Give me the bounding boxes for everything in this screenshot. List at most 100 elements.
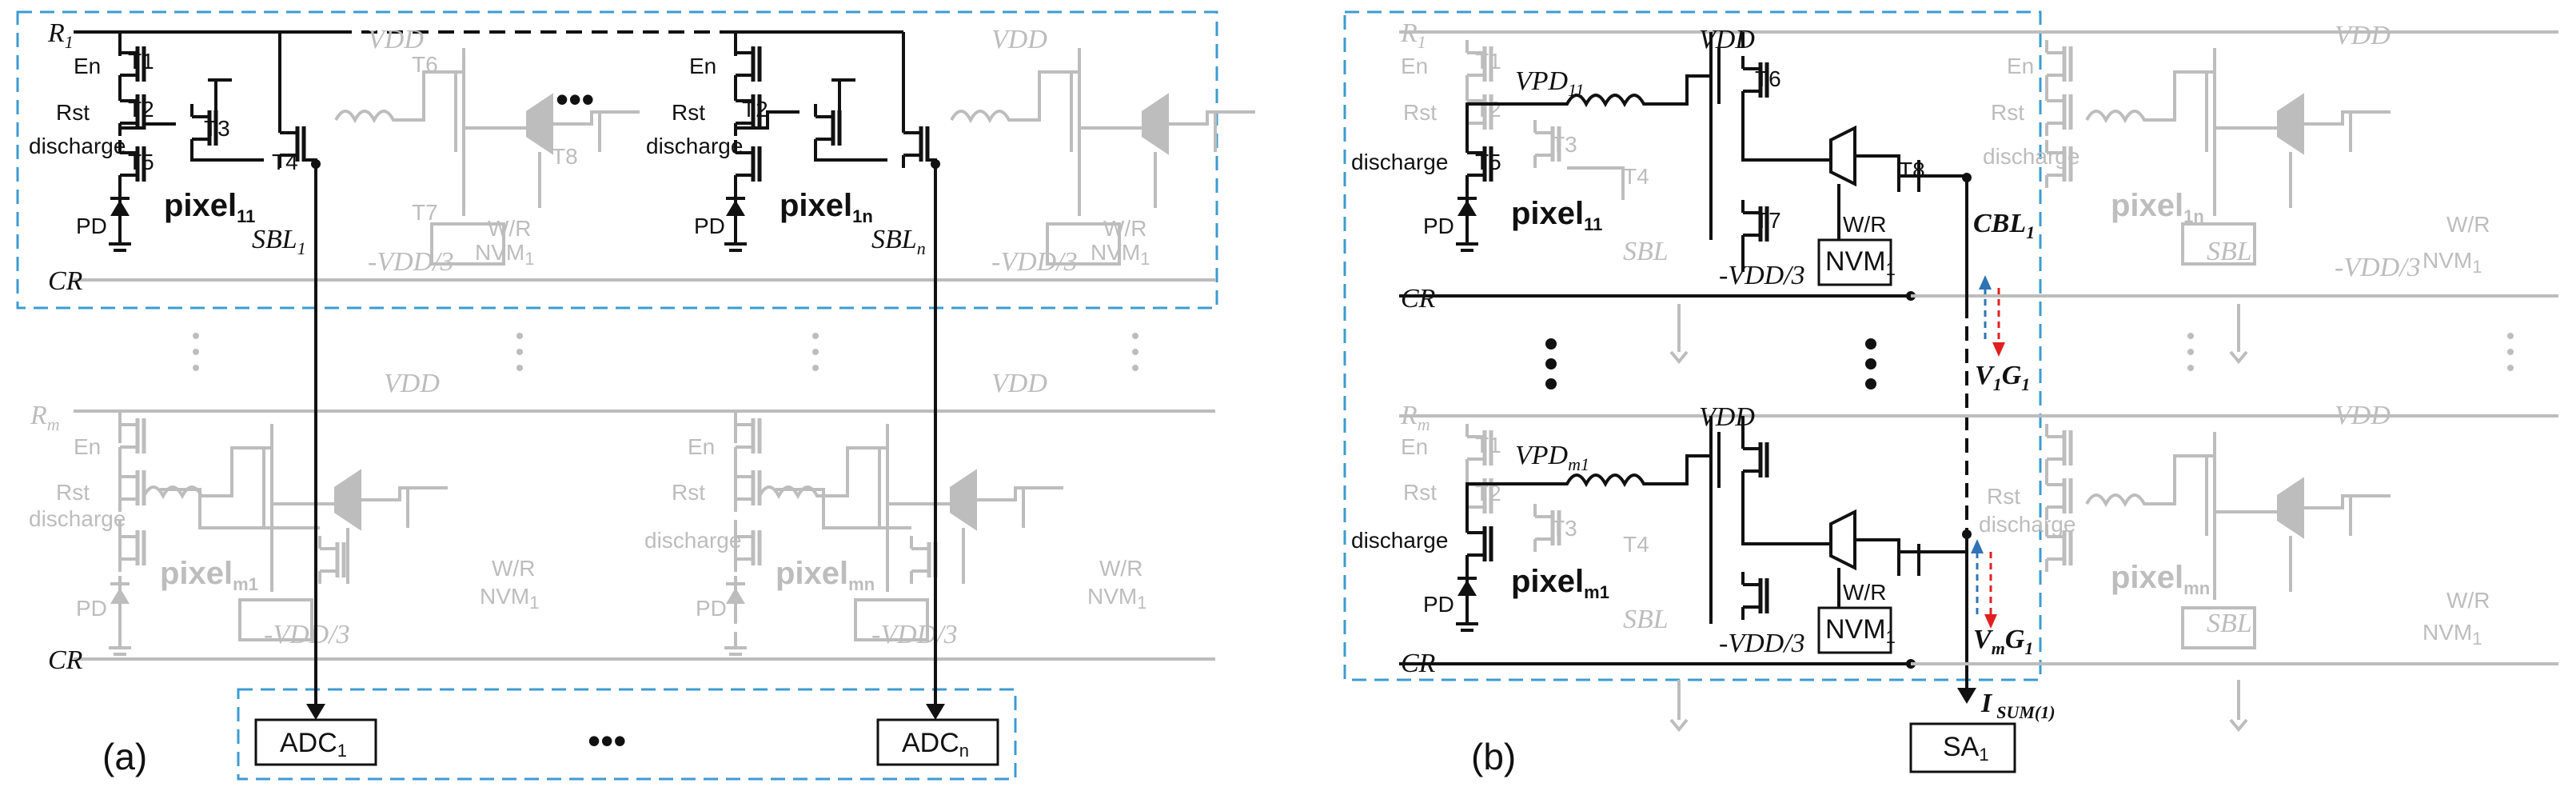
en-label-m1: En <box>74 434 101 459</box>
row-m-label: Rm <box>30 401 60 434</box>
discharge-label-mn: discharge <box>644 528 741 553</box>
pixel-11-b-label: pixel11 <box>1511 196 1602 234</box>
rst-label-mn: Rst <box>672 480 705 505</box>
pixel-1n-b-label: pixel1n <box>2111 188 2204 226</box>
rst-label-col-n-m: Rst <box>1987 484 2020 509</box>
wr-bm1: W/R <box>1843 580 1886 605</box>
t7-label-b11: T7 <box>1755 208 1781 233</box>
wr-b11: W/R <box>1843 212 1886 237</box>
pixel-1n-label: pixel1n <box>780 188 873 226</box>
t8-label-b11: T8 <box>1899 158 1925 182</box>
nvm-mn: NVM1 <box>1087 584 1146 613</box>
pd-label-mn: PD <box>696 596 727 621</box>
en-label-1n: En <box>689 54 716 78</box>
vdd-1n: VDD <box>991 25 1047 54</box>
t1-label: T1 <box>128 49 154 74</box>
adc-box <box>237 688 1017 781</box>
wr-1n: W/R <box>1103 216 1146 241</box>
wr-col-n-m: W/R <box>2446 588 2490 613</box>
column-1-box <box>1343 10 2042 681</box>
row-ellipsis-b <box>1545 338 1876 390</box>
vdd-neg-11: -VDD/3 <box>368 247 454 277</box>
row-ellipsis <box>193 333 1138 371</box>
discharge-label-b11: discharge <box>1351 150 1448 174</box>
nvm-b11: NVM1 <box>1825 246 1896 279</box>
wr-m1: W/R <box>492 556 535 581</box>
sbl-bm1: SBL <box>1623 605 1669 634</box>
vdd-bm1: VDD <box>1699 402 1755 432</box>
t3-label-b11: T3 <box>1551 132 1577 157</box>
cr-row-1-label: CR <box>48 266 83 296</box>
vdd-mn: VDD <box>991 369 1047 398</box>
discharge-label-1n: discharge <box>646 134 743 158</box>
wr-11: W/R <box>488 216 531 241</box>
pd-label-1n: PD <box>694 214 725 238</box>
vpd-m1-label: VPDm1 <box>1515 441 1589 474</box>
vdd-neg-b11: -VDD/3 <box>1719 261 1805 290</box>
t5-label-b11: T5 <box>1475 150 1501 174</box>
nvm-col-n-m: NVM1 <box>2422 620 2482 649</box>
discharge-label-bm1: discharge <box>1351 528 1448 553</box>
vdd-neg-bm1: -VDD/3 <box>1719 629 1805 658</box>
vmg1-label: VmG1 <box>1973 625 2033 658</box>
adc-row: ADC1 ••• ADCn <box>254 718 999 766</box>
t1-label-bm1: T1 <box>1475 433 1501 457</box>
pixel-m1-b-label: pixelm1 <box>1511 564 1609 602</box>
adc-ellipsis: ••• <box>588 720 626 761</box>
t5-label: T5 <box>128 150 154 174</box>
en-label-bm1: En <box>1401 434 1428 459</box>
pixel-m1-label: pixelm1 <box>160 556 258 594</box>
en-label-b11: En <box>1401 54 1428 78</box>
vdd-col-n-1: VDD <box>2335 21 2391 50</box>
col-ellipsis-a: ••• <box>556 78 594 120</box>
discharge-label-11: discharge <box>29 134 126 158</box>
adc-1-label: ADC1 <box>280 728 347 761</box>
vpd-11-label: VPD11 <box>1515 66 1584 100</box>
t4-label: T4 <box>272 150 298 174</box>
rst-label-11: Rst <box>56 100 90 125</box>
panel-a: En Rst discharge PD En Rst discharge PD … <box>16 10 1257 781</box>
discharge-label-col-n: discharge <box>1983 144 2080 169</box>
pixel-b-11: R1 En Rst T1 T2 T5 discharge PD T3 T4 VP… <box>1351 18 2023 314</box>
pd-label-bm1: PD <box>1423 592 1454 617</box>
vdd-col-n-m: VDD <box>2335 401 2391 430</box>
nvm-col-n-1: NVM1 <box>2422 248 2482 277</box>
pixel-mn-b-label: pixelmn <box>2111 560 2210 598</box>
row-1-b-label: R1 <box>1400 18 1426 52</box>
t4-label-b11: T4 <box>1623 164 1649 189</box>
cr-b1-label: CR <box>1401 284 1436 314</box>
rst-label-1n: Rst <box>672 100 705 125</box>
sbl-1-label: SBL1 <box>252 225 306 258</box>
row-1-label: R1 <box>47 18 74 52</box>
wr-mn: W/R <box>1099 556 1142 581</box>
t4-label-bm1: T4 <box>1623 532 1649 557</box>
v1g1-label: V1G1 <box>1975 361 2030 394</box>
rst-label-m1: Rst <box>56 480 90 505</box>
cr-row-m-label: CR <box>48 645 83 675</box>
t2-label-1n: T2 <box>742 97 768 122</box>
pixel-array-rows-m: En Rst discharge PD En Rst discharge PD … <box>29 369 1215 675</box>
vdd-neg-1n: -VDD/3 <box>991 247 1078 277</box>
wr-col-n-1: W/R <box>2446 212 2490 237</box>
pixel-11-label: pixel11 <box>164 188 255 226</box>
t1-label-b11: T1 <box>1475 49 1501 74</box>
cr-bm-label: CR <box>1401 649 1436 678</box>
vdd-b11: VDD <box>1699 25 1755 54</box>
en-label-11: En <box>74 54 101 78</box>
t3-label-bm1: T3 <box>1551 516 1577 541</box>
sbl-col-n-m: SBL <box>2207 609 2252 638</box>
t3-label: T3 <box>204 116 230 141</box>
vdd-11: VDD <box>368 25 424 54</box>
discharge-label-m1: discharge <box>29 506 126 531</box>
panel-b-label: (b) <box>1471 736 1516 777</box>
t6-label-11: T6 <box>412 52 438 77</box>
pd-label-m1: PD <box>76 596 107 621</box>
sa-1-label: SA1 <box>1943 732 1989 765</box>
en-label-mn: En <box>688 434 715 459</box>
t7-label-11: T7 <box>412 200 438 225</box>
sbl-col-n-1: SBL <box>2207 237 2252 266</box>
pixel-row-1-box <box>16 10 1218 310</box>
sbl-n-label: SBLn <box>871 225 926 258</box>
en-label-col-n: En <box>2007 54 2034 78</box>
